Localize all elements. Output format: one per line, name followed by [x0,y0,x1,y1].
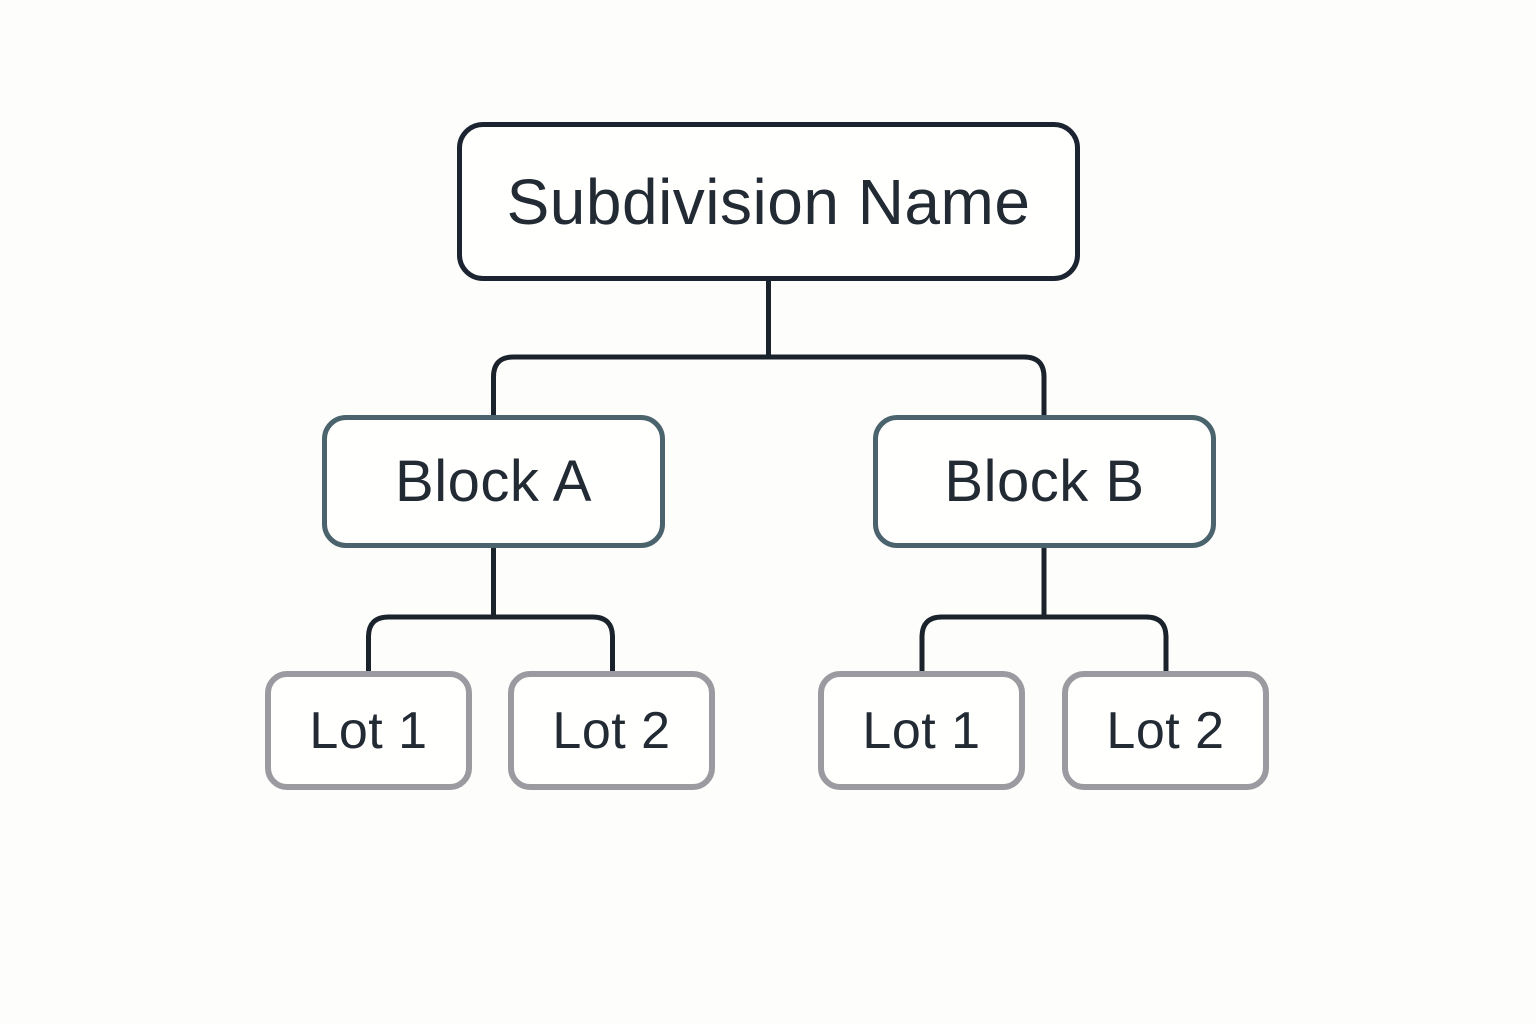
connector-block-b-lots-bar [919,614,1169,672]
node-subdivision-label: Subdivision Name [506,165,1031,238]
node-block-b-lot-2-label: Lot 2 [1106,701,1225,760]
node-block-b-lot-1-label: Lot 1 [862,701,981,760]
node-block-a: Block A [322,415,665,548]
node-block-a-lot-2-label: Lot 2 [552,701,671,760]
node-block-b-lot-2: Lot 2 [1062,671,1269,790]
node-subdivision: Subdivision Name [457,122,1080,281]
node-block-b-label: Block B [944,449,1145,514]
node-block-a-label: Block A [395,449,592,514]
node-block-b-lot-1: Lot 1 [818,671,1025,790]
node-block-a-lot-1-label: Lot 1 [309,701,428,760]
node-block-b: Block B [873,415,1216,548]
connector-blocks-bar [491,354,1047,415]
connector-block-a-lots-bar [366,614,615,672]
node-block-a-lot-1: Lot 1 [265,671,472,790]
node-block-a-lot-2: Lot 2 [508,671,715,790]
